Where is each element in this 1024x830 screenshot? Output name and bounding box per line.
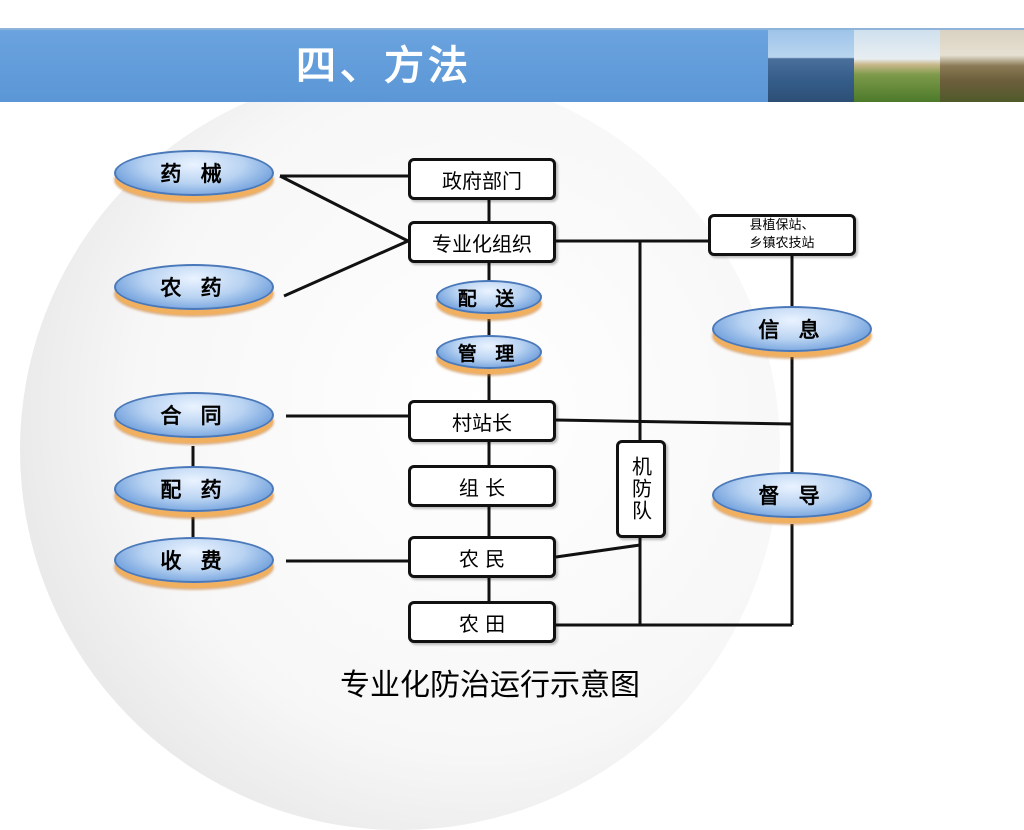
box-farmer: 农 民	[408, 536, 556, 578]
diagram-caption: 专业化防治运行示意图	[340, 668, 640, 703]
pill-delivery: 配 送	[436, 280, 542, 314]
pill-supervision: 督 导	[712, 472, 872, 518]
pill-hetong: 合 同	[114, 392, 274, 438]
box-farmland: 农 田	[408, 601, 556, 643]
box-organization: 专业化组织	[408, 221, 556, 263]
header-top-line	[0, 28, 1024, 30]
box-group-leader: 组 长	[408, 465, 556, 507]
header-photo-field	[854, 30, 940, 102]
line-village-right	[555, 418, 793, 426]
header-photo-farmland	[940, 30, 1024, 102]
line-yaoxie-organization	[279, 174, 409, 243]
line-nongyao-organization	[283, 239, 409, 298]
pill-shoufei: 收 费	[114, 537, 274, 583]
pill-nongyao: 农 药	[114, 264, 274, 310]
pill-peiyao: 配 药	[114, 466, 274, 512]
box-machine-team: 机防队	[616, 440, 666, 538]
line-farmer-team	[555, 543, 641, 559]
box-government: 政府部门	[408, 158, 556, 200]
pill-management: 管 理	[436, 335, 542, 369]
box-village-head: 村站长	[408, 400, 556, 442]
header-band	[0, 30, 768, 102]
pill-yaoxie: 药 械	[114, 150, 274, 196]
connector-lines	[191, 174, 794, 627]
header-photo-irrigation	[768, 30, 854, 102]
box-station: 县植保站、 乡镇农技站	[708, 214, 856, 256]
slide-title: 四、方法	[296, 42, 472, 89]
pill-info: 信 息	[712, 306, 872, 352]
